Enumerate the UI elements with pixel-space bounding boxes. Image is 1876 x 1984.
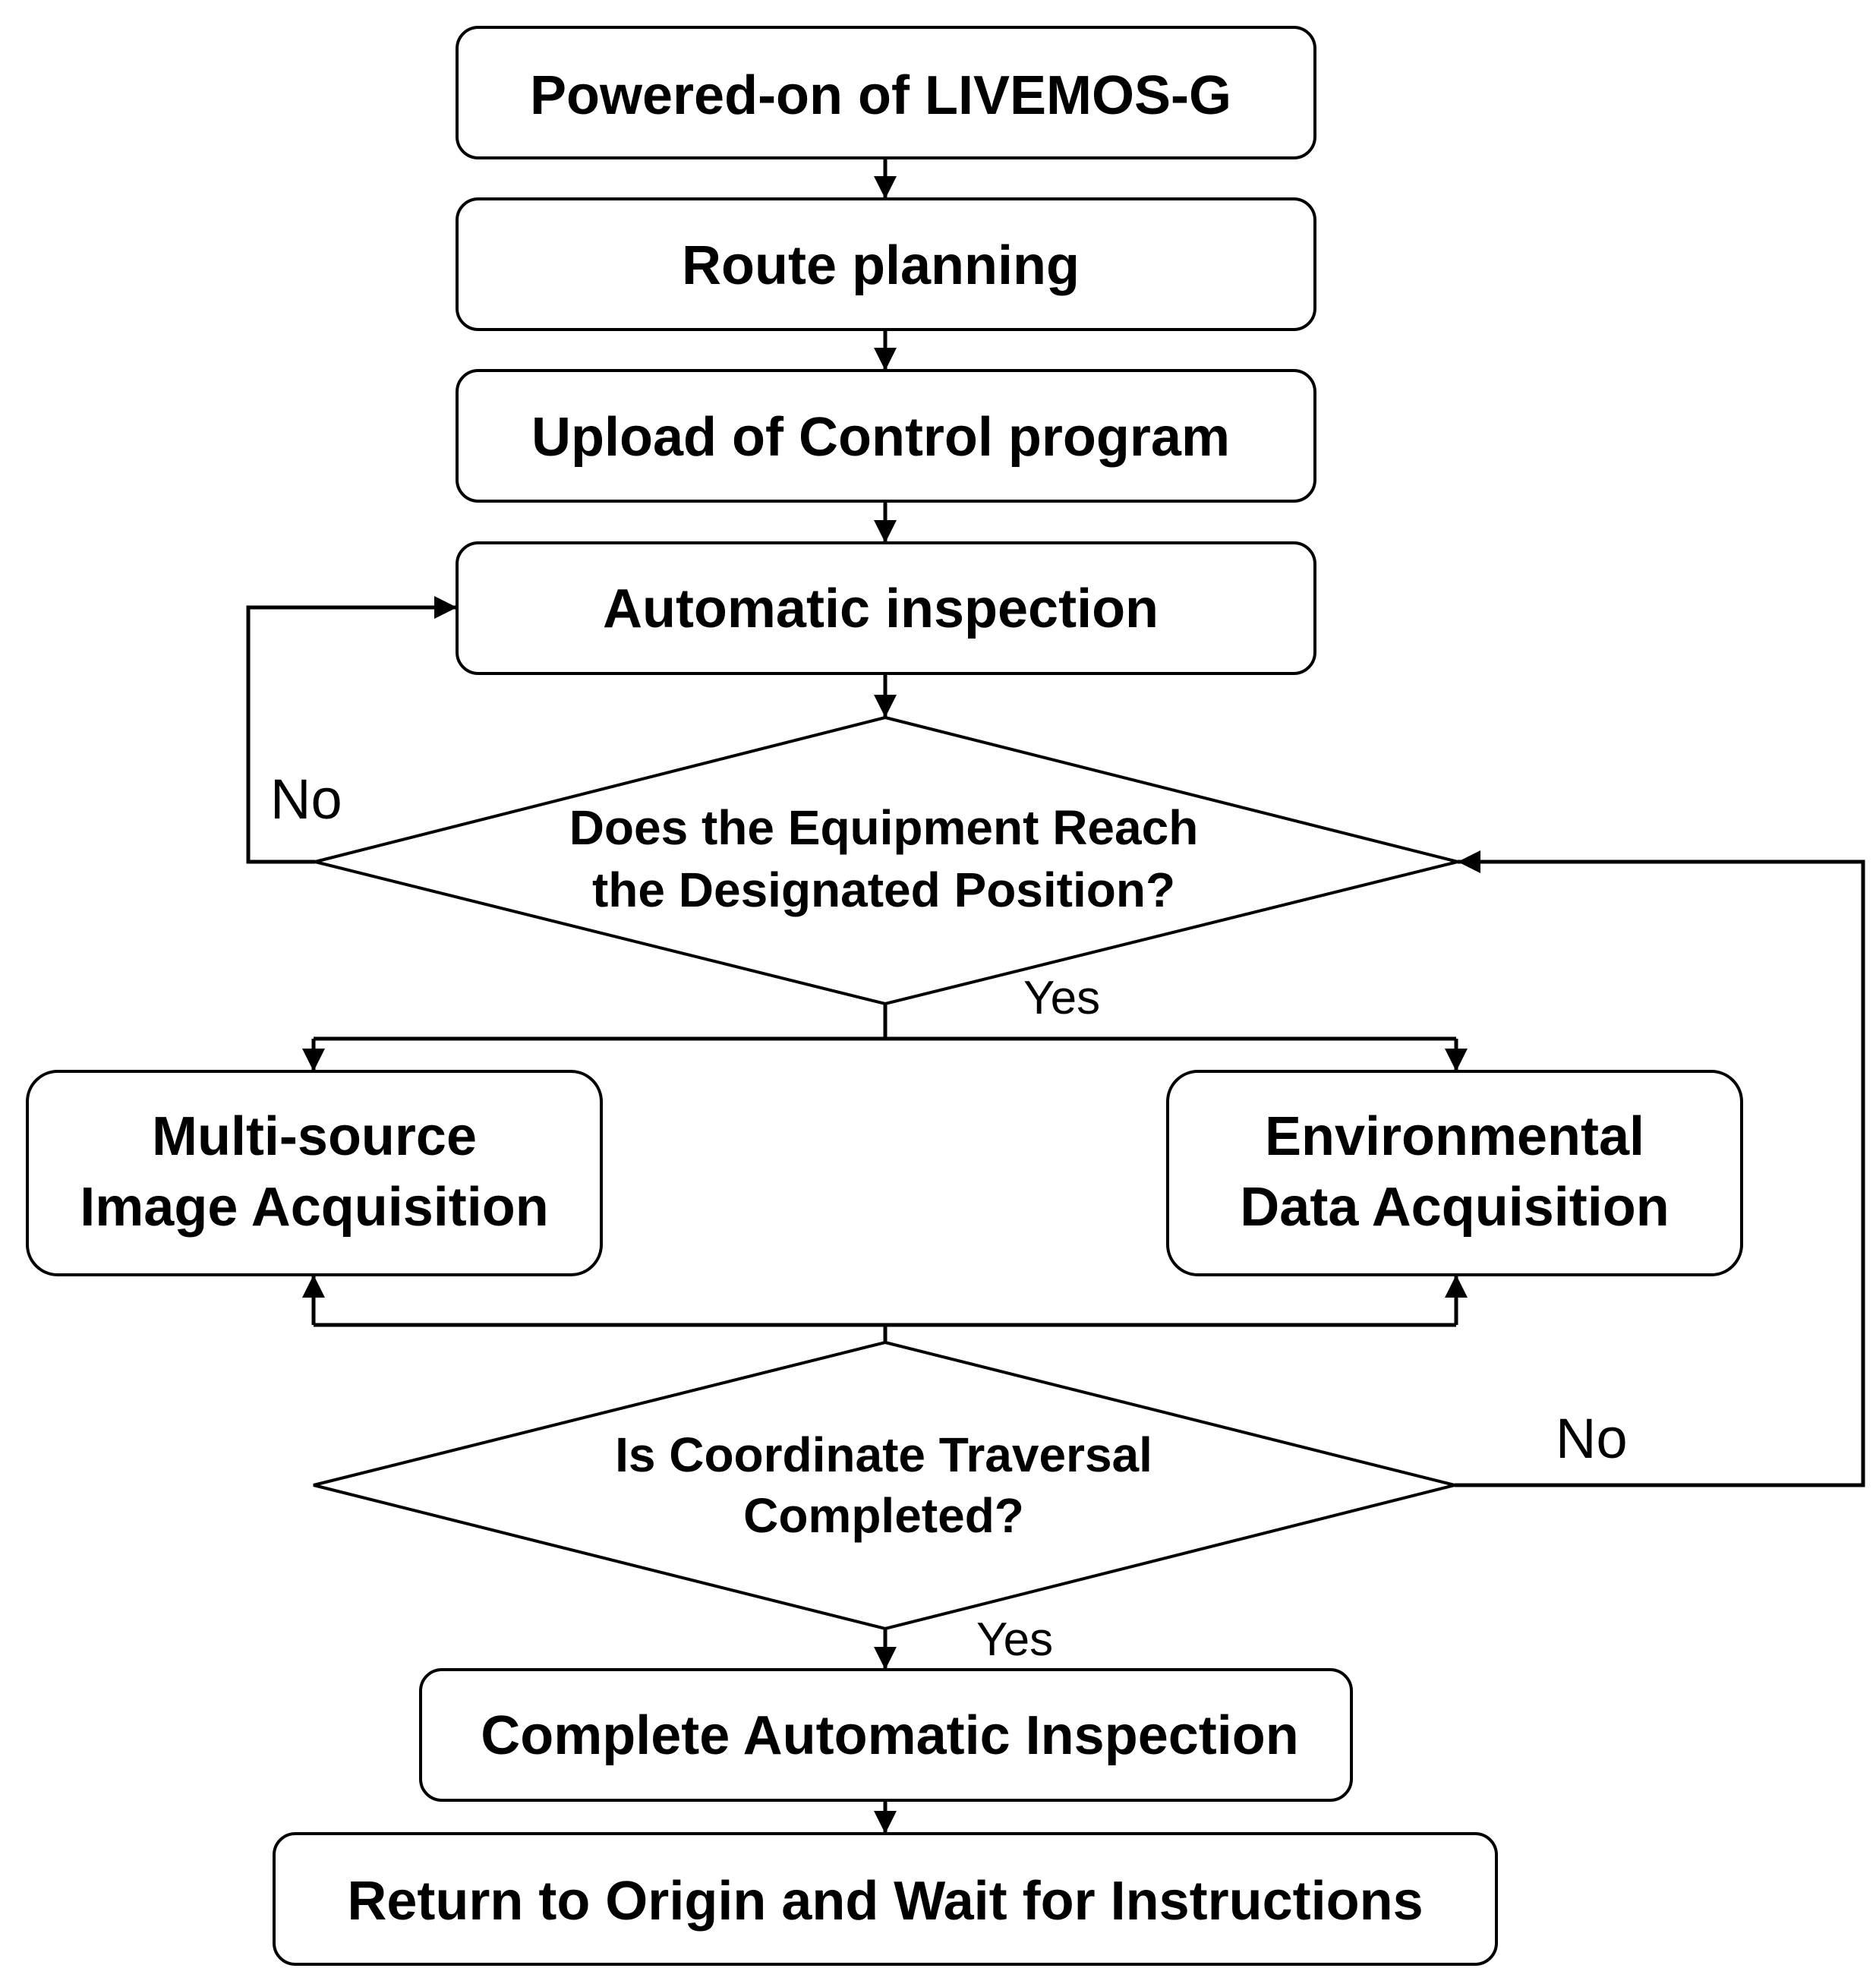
traversal-completed-line-1: Is Coordinate Traversal — [615, 1427, 1152, 1482]
complete-inspection-label: Complete Automatic Inspection — [481, 1705, 1298, 1766]
reach-position-line-2: the Designated Position? — [592, 863, 1175, 917]
image-acquisition-line-1: Multi-source — [152, 1106, 477, 1167]
environmental-acquisition-line-2: Data Acquisition — [1240, 1177, 1669, 1238]
reach-position-decision — [314, 715, 1458, 1006]
return-origin-label: Return to Origin and Wait for Instructio… — [347, 1871, 1423, 1932]
image-acquisition-line-2: Image Acquisition — [80, 1177, 548, 1238]
no-label-traversal: No — [1556, 1407, 1628, 1470]
no-label-reach: No — [270, 768, 342, 831]
environmental-acquisition-box — [1166, 1070, 1743, 1276]
power-on-label: Powered-on of LIVEMOS-G — [530, 65, 1231, 126]
loop-no-traversal-to-decision — [1455, 850, 1865, 1487]
image-acquisition-box — [26, 1070, 603, 1276]
environmental-acquisition-line-1: Environmental — [1265, 1106, 1644, 1167]
traversal-completed-line-2: Completed? — [743, 1488, 1024, 1543]
loop-no-reach-to-inspection — [246, 596, 457, 864]
traversal-completed-decision — [313, 1340, 1455, 1631]
reach-position-line-1: Does the Equipment Reach — [569, 800, 1199, 855]
route-planning-label: Route planning — [682, 235, 1080, 296]
yes-label-reach: Yes — [1023, 972, 1100, 1024]
automatic-inspection-label: Automatic inspection — [603, 579, 1159, 639]
upload-program-label: Upload of Control program — [531, 407, 1230, 468]
yes-label-traversal: Yes — [976, 1613, 1053, 1666]
connectors — [246, 158, 1865, 1834]
